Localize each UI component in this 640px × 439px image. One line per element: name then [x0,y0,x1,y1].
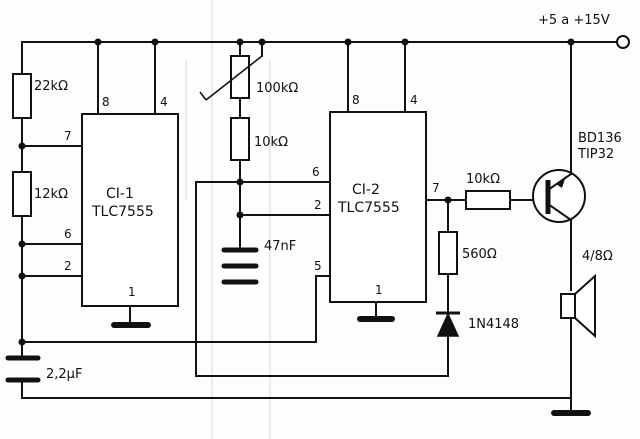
label-100k: 100kΩ [256,81,298,96]
resistor-560 [438,231,458,275]
left-timing-network [5,41,572,399]
resistor-22k [12,73,32,119]
label-2u2: 2,2µF [46,367,82,382]
potentiometer-100k [230,55,250,99]
ic2-part: TLC7555 [337,200,400,216]
resistor-12k [12,171,32,217]
ic2-pin-6: 6 [312,165,320,179]
speaker-icon [551,273,596,416]
ic1-pin-7: 7 [64,129,72,143]
label-tip32: TIP32 [577,147,614,162]
ic1-part: TLC7555 [91,204,154,220]
ic2-chip [329,41,467,322]
resistor-10k-timing [230,117,250,161]
ic1-chip [81,41,179,328]
label-1n4148: 1N4148 [468,317,519,332]
ic2-pin-1: 1 [375,283,383,297]
ic1-pin-2: 2 [64,259,72,273]
ic1-pin-6: 6 [64,227,72,241]
ic1-name: CI-1 [106,186,134,202]
scan-artifacts [185,0,271,439]
ic1-pin-8: 8 [102,95,110,109]
label-10k-timing: 10kΩ [254,135,288,150]
supply-label: +5 a +15V [538,13,610,28]
label-47n: 47nF [264,239,296,254]
ic2-pin-5: 5 [314,259,322,273]
transistor-bd136 [532,41,586,291]
output-stage [436,41,596,416]
ic1-pin-4: 4 [160,95,168,109]
ic1-pin-1: 1 [128,285,136,299]
label-bd136: BD136 [578,131,622,146]
supply-rail [21,35,630,49]
ic2-pin-7: 7 [432,181,440,195]
ic2-pin-4: 4 [410,93,418,107]
label-22k: 22kΩ [34,79,68,94]
resistor-10k-base [465,190,511,210]
label-10k-base: 10kΩ [466,172,500,187]
middle-timing-network [195,41,449,377]
diode-1n4148 [436,311,460,349]
label-speaker: 4/8Ω [582,249,613,264]
label-560: 560Ω [462,247,497,262]
ic2-pin-8: 8 [352,93,360,107]
label-12k: 12kΩ [34,187,68,202]
ic2-pin-2: 2 [314,198,322,212]
ic2-name: CI-2 [352,182,380,198]
